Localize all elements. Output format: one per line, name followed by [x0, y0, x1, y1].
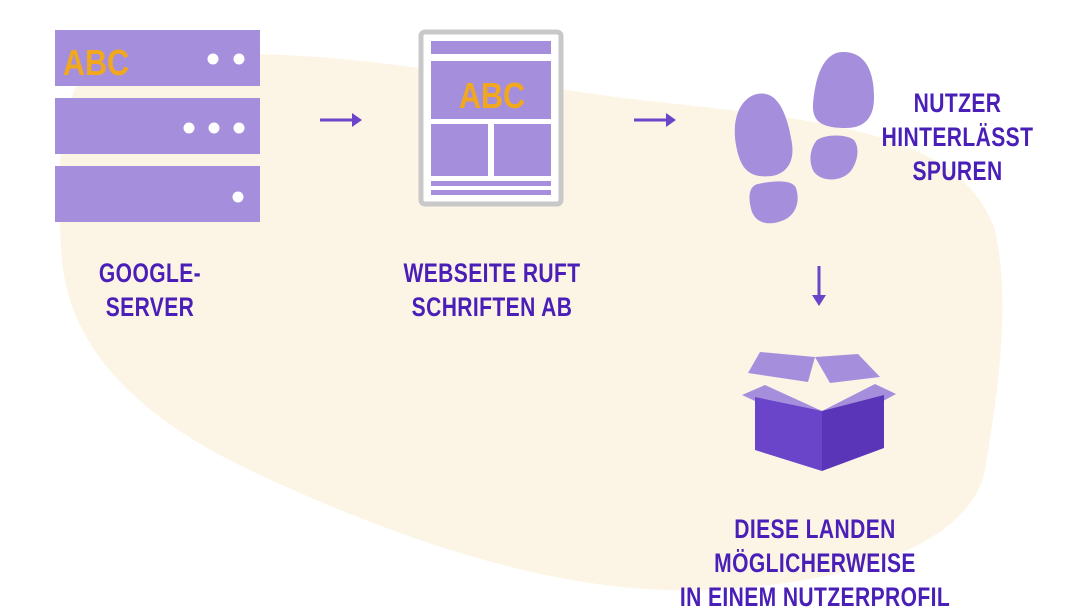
webpage-label: WEBSEITE RUFT SCHRIFTEN AB [398, 256, 585, 324]
webpage-column-right [494, 124, 551, 176]
webpage-header-bar [431, 41, 551, 54]
arrow-right-icon [634, 113, 676, 127]
box-body-right [822, 395, 884, 471]
label-line: SPUREN [912, 156, 1003, 186]
server-label: GOOGLE-SERVER [98, 258, 202, 322]
label-line: SCHRIFTEN AB [411, 292, 573, 322]
webpage-icon: ABC [418, 29, 564, 207]
server-led [183, 122, 195, 134]
label-line: DIESE LANDEN MÖGLICHERWEISE [714, 514, 916, 578]
server-led [233, 53, 245, 65]
server-led [208, 122, 220, 134]
server-unit-top [55, 30, 260, 86]
footprints-icon [734, 52, 874, 224]
webpage-footer-line [431, 190, 551, 195]
box-flap-back-left [748, 352, 815, 382]
label-line: IN EINEM NUTZERPROFIL [679, 582, 951, 612]
server-icon: ABC [55, 30, 260, 222]
footprint-right [810, 52, 874, 180]
server-unit-bottom [55, 166, 260, 222]
webpage-footer-line [431, 181, 551, 186]
label-line: NUTZER [913, 88, 1002, 118]
label-line: HINTERLÄSST [881, 122, 1034, 152]
open-box-icon [742, 352, 896, 471]
footprints-label: NUTZER HINTERLÄSST SPUREN [878, 86, 1038, 188]
box-label: DIESE LANDEN MÖGLICHERWEISE IN EINEM NUT… [640, 512, 991, 614]
server-led [207, 53, 219, 65]
webpage-hero [431, 61, 551, 119]
server-abc-text: ABC [63, 44, 129, 84]
box-body-left [755, 397, 822, 471]
footprint-left [734, 93, 798, 224]
box-flap-back-right [815, 354, 880, 383]
arrow-down-icon [812, 266, 826, 306]
label-line: WEBSEITE RUFT [403, 258, 581, 288]
server-led [233, 122, 245, 134]
arrow-right-icon [320, 113, 362, 127]
server-unit-middle [55, 98, 260, 154]
webpage-abc-text: ABC [459, 77, 525, 117]
webpage-column-left [431, 124, 488, 176]
server-led [232, 191, 244, 203]
